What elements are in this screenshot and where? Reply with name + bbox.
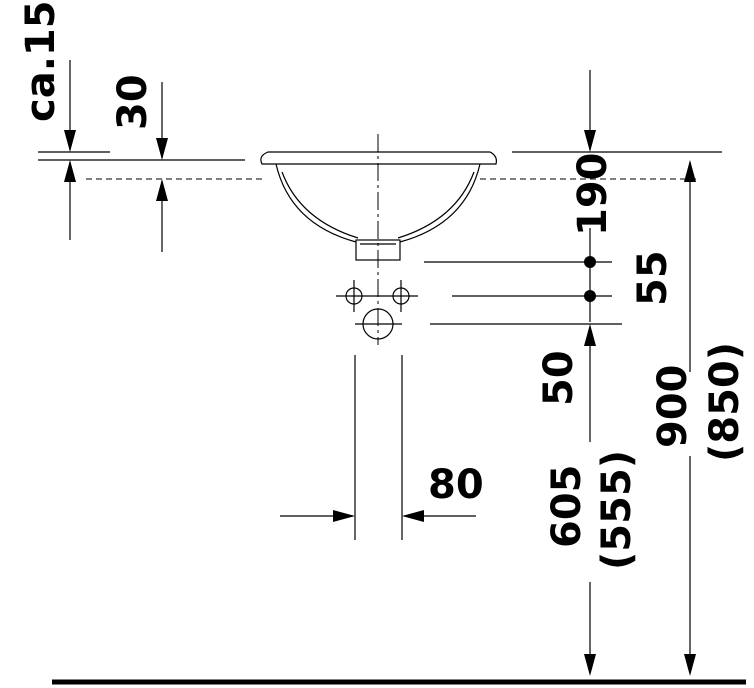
dimension-50: 50 xyxy=(430,298,622,442)
dimension-190: 190 xyxy=(512,70,722,262)
dim-50-label: 50 xyxy=(536,350,582,406)
dim-850-label: (850) xyxy=(702,342,748,462)
dimension-30: 30 xyxy=(86,74,265,252)
basin-profile xyxy=(260,134,700,345)
dim-30-label: 30 xyxy=(110,74,156,130)
dim-190-label: 190 xyxy=(570,153,616,237)
dimension-80: 80 xyxy=(280,462,484,522)
dimension-ca15: ca.15 xyxy=(18,0,110,240)
fittings xyxy=(336,280,418,540)
dimension-605: 605 (555) xyxy=(544,450,640,676)
dim-55-label: 55 xyxy=(630,250,676,306)
dim-ca15-label: ca.15 xyxy=(18,0,64,122)
dim-80-label: 80 xyxy=(428,462,484,508)
dim-555-label: (555) xyxy=(594,450,640,570)
dimension-900: 900 (850) xyxy=(650,160,748,676)
dim-605-label: 605 xyxy=(544,465,590,549)
dimension-55: 55 xyxy=(424,250,676,306)
dim-900-label: 900 xyxy=(650,365,696,449)
